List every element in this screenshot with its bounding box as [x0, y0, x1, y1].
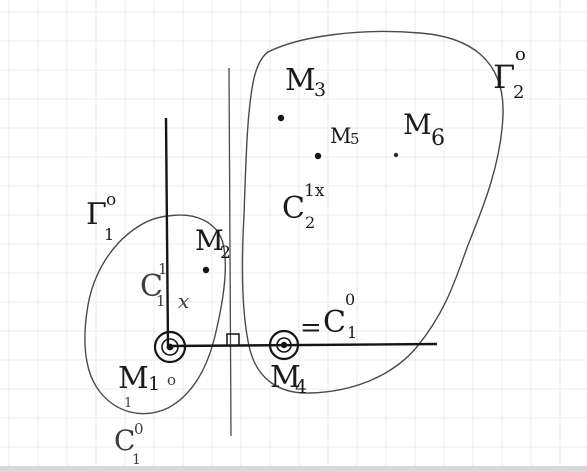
point-M1	[153, 330, 187, 364]
separator-vertical-line	[228, 67, 232, 437]
svg-text:M: M	[118, 361, 149, 396]
svg-text:C: C	[140, 269, 163, 304]
svg-text:0: 0	[345, 290, 355, 309]
label-M4: M 4	[270, 360, 307, 398]
svg-text:0: 0	[134, 420, 144, 438]
svg-text:o: o	[106, 190, 116, 210]
svg-text:4: 4	[295, 376, 307, 398]
label-small-1: 1	[124, 396, 132, 411]
svg-text:3: 3	[314, 79, 326, 101]
label-small-o: o	[167, 371, 176, 389]
svg-text:M: M	[270, 360, 301, 395]
label-gamma2: Γ o 2	[493, 44, 526, 103]
svg-text:1x: 1x	[304, 181, 325, 201]
axis-vertical	[164, 117, 170, 347]
label-gamma1: Γ o 1	[86, 190, 116, 244]
svg-text:1: 1	[148, 373, 160, 395]
point-M3	[277, 114, 285, 122]
label-M2: M 2	[195, 224, 231, 263]
svg-text:C: C	[323, 305, 346, 340]
svg-text:5: 5	[350, 130, 360, 148]
paper-edge-shadow	[0, 466, 587, 472]
axis-horizontal	[169, 342, 438, 348]
svg-text:6: 6	[431, 126, 445, 151]
svg-text:Γ: Γ	[86, 197, 107, 232]
svg-text:C: C	[114, 424, 135, 457]
point-M4	[268, 329, 300, 361]
region-gamma2-curve	[241, 30, 504, 394]
svg-text:2: 2	[305, 213, 315, 232]
svg-text:2: 2	[513, 82, 524, 103]
point-M5	[314, 152, 322, 160]
label-M1: M 1	[118, 361, 160, 396]
point-M2	[202, 266, 210, 274]
svg-text:Γ: Γ	[493, 58, 515, 96]
region-gamma1-curve	[84, 214, 226, 415]
label-M5: M 5	[330, 124, 360, 148]
label-M3: M 3	[285, 63, 326, 101]
svg-text:C: C	[282, 191, 305, 226]
svg-text:M: M	[195, 224, 224, 257]
svg-text:1: 1	[158, 260, 168, 278]
label-C1-0-bottom: C 0 1	[114, 420, 144, 468]
svg-text:2: 2	[220, 243, 231, 263]
label-M6: M 6	[403, 108, 445, 151]
svg-text:=: =	[300, 313, 322, 343]
svg-text:o: o	[515, 44, 526, 65]
svg-text:1: 1	[347, 323, 357, 342]
svg-text:1: 1	[156, 292, 166, 310]
label-C1-1x: C 1 1 x	[140, 260, 189, 313]
point-M6	[393, 152, 399, 158]
label-eq-C1-0: = C 0 1	[300, 290, 357, 343]
svg-text:M: M	[285, 63, 316, 98]
svg-text:x: x	[178, 289, 189, 313]
svg-text:1: 1	[132, 452, 141, 468]
svg-text:M: M	[403, 108, 432, 141]
svg-text:1: 1	[104, 225, 114, 244]
label-C2-1x: C 1x 2	[282, 181, 325, 232]
right-angle-marker	[226, 333, 240, 345]
svg-text:M: M	[330, 124, 352, 148]
